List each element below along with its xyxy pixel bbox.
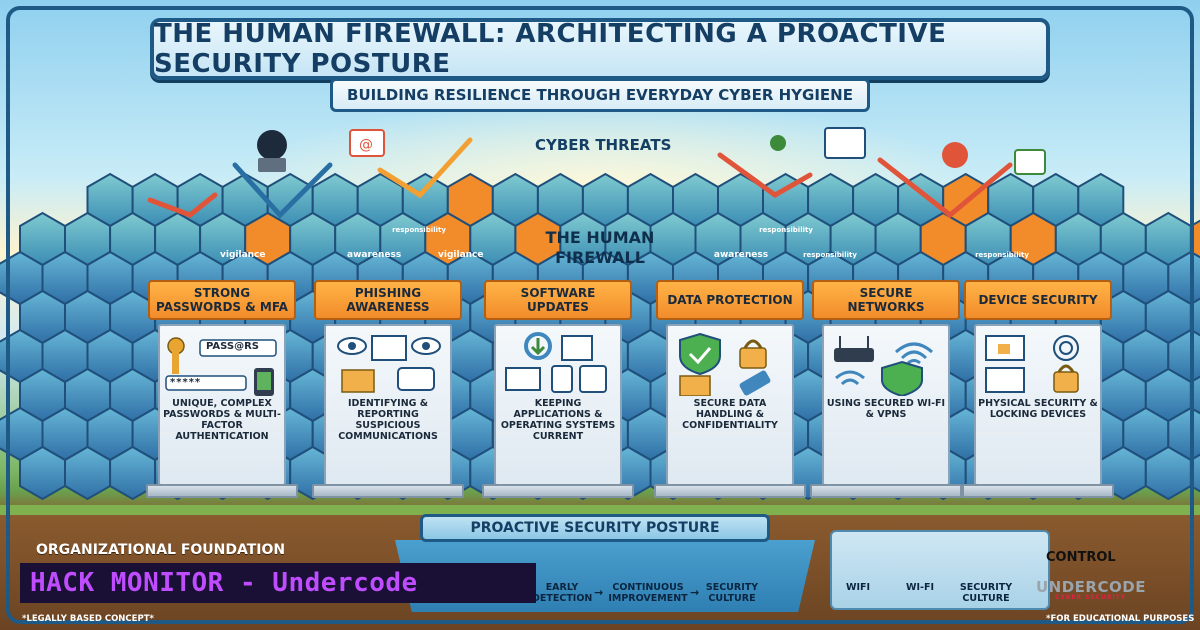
page-subtitle: BUILDING RESILIENCE THROUGH EVERYDAY CYB… (347, 86, 853, 104)
pillar-base (146, 484, 298, 498)
pillar-title: STRONG PASSWORDS & MFA (148, 280, 296, 320)
right-item-security-culture: SECURITY CULTURE (959, 582, 1013, 604)
posture-item-continuous-improvement: CONTINUOUS IMPROVEMENT (608, 582, 688, 604)
page-title: THE HUMAN FIREWALL: ARCHITECTING A PROAC… (154, 19, 947, 79)
undercode-logo-sub: CYBER SECURITY (1055, 594, 1127, 601)
title-banner: THE HUMAN FIREWALL: ARCHITECTING A PROAC… (150, 18, 1050, 80)
footer-left-note: *LEGALLY BASED CONCEPT* (22, 614, 154, 624)
pillar-software-updates: SOFTWARE UPDATES KEEPING APPLICATIONS & … (482, 280, 634, 500)
pillar-base (312, 484, 464, 498)
password-field-text: PASS@RS (206, 341, 260, 352)
pillar-base (482, 484, 634, 498)
update-icon (505, 332, 607, 393)
human-firewall-label: THE HUMAN FIREWALL (545, 228, 655, 267)
posture-item-security-culture: SECURITY CULTURE (705, 582, 759, 604)
organizational-foundation-label: ORGANIZATIONAL FOUNDATION (36, 542, 286, 558)
pillar-title: PHISHING AWARENESS (314, 280, 462, 320)
undercode-logo: UNDERCODE (1036, 578, 1146, 596)
router-icon (834, 336, 933, 396)
pillar-body (494, 324, 622, 486)
envelope-icon (337, 335, 441, 393)
pillar-data-protection: DATA PROTECTION SECURE DATA HANDLING & C… (654, 280, 806, 500)
pillar-base (810, 484, 962, 498)
pillar-passwords-mfa: STRONG PASSWORDS & MFA PASS@RS ***** UNI… (146, 280, 298, 500)
right-item-wifi: WIFI (845, 582, 871, 593)
pillar-description: UNIQUE, COMPLEX PASSWORDS & MULTI-FACTOR… (163, 398, 281, 442)
right-item-wi-fi: WI-FI (906, 582, 934, 593)
svg-text:@: @ (359, 137, 373, 153)
arrow-icon: → (594, 586, 604, 599)
proactive-posture-banner: PROACTIVE SECURITY POSTURE (420, 514, 770, 542)
tag-vigilance-1: vigilance (220, 250, 266, 260)
tag-responsibility-2: responsibility (759, 226, 813, 234)
tag-awareness-1: awareness (347, 250, 402, 260)
pillar-description: KEEPING APPLICATIONS & OPERATING SYSTEMS… (500, 398, 616, 442)
laptop-lock-icon (985, 335, 1079, 393)
control-label: CONTROL (1046, 550, 1116, 565)
pillar-description: USING SECURED WI-FI & VPNS (826, 398, 946, 420)
tag-vigilance-2: vigilance (438, 250, 484, 260)
key-icon (165, 337, 277, 396)
tag-responsibility-4: responsibility (975, 251, 1029, 259)
pillar-title: SOFTWARE UPDATES (484, 280, 632, 320)
pillar-title: DATA PROTECTION (656, 280, 804, 320)
pillar-description: SECURE DATA HANDLING & CONFIDENTIALITY (682, 398, 778, 431)
pillar-description: IDENTIFYING & REPORTING SUSPICIOUS COMMU… (338, 398, 438, 442)
shield-icon (679, 332, 771, 396)
tag-responsibility-1: responsibility (392, 226, 446, 234)
tag-awareness-2: awareness (713, 250, 769, 260)
hack-monitor-watermark: HACK MONITOR - Undercode (20, 563, 536, 603)
pillar-phishing-awareness: PHISHING AWARENESS IDENTIFYING & REPORTI… (312, 280, 464, 500)
pillar-description: PHYSICAL SECURITY & LOCKING DEVICES (978, 398, 1098, 420)
subtitle-banner: BUILDING RESILIENCE THROUGH EVERYDAY CYB… (330, 78, 870, 112)
pillar-secure-networks: SECURE NETWORKS USING SECURED WI-FI & VP… (810, 280, 962, 500)
pillar-device-security: DEVICE SECURITY PHYSICAL SECURITY & LOCK… (962, 280, 1114, 500)
pillar-base (962, 484, 1114, 498)
password-dots-text: ***** (170, 377, 202, 388)
pillar-title: SECURE NETWORKS (812, 280, 960, 320)
posture-item-early-detection: EARLY DETECTION (532, 582, 593, 604)
footer-right-note: *FOR EDUCATIONAL PURPOSES (1046, 614, 1195, 624)
cyber-threats-label: CYBER THREATS (535, 136, 672, 154)
arrow-icon: → (690, 586, 700, 599)
pillar-title: DEVICE SECURITY (964, 280, 1112, 320)
right-icons-panel (830, 530, 1050, 610)
pillar-base (654, 484, 806, 498)
tag-responsibility-3: responsibility (803, 251, 857, 259)
